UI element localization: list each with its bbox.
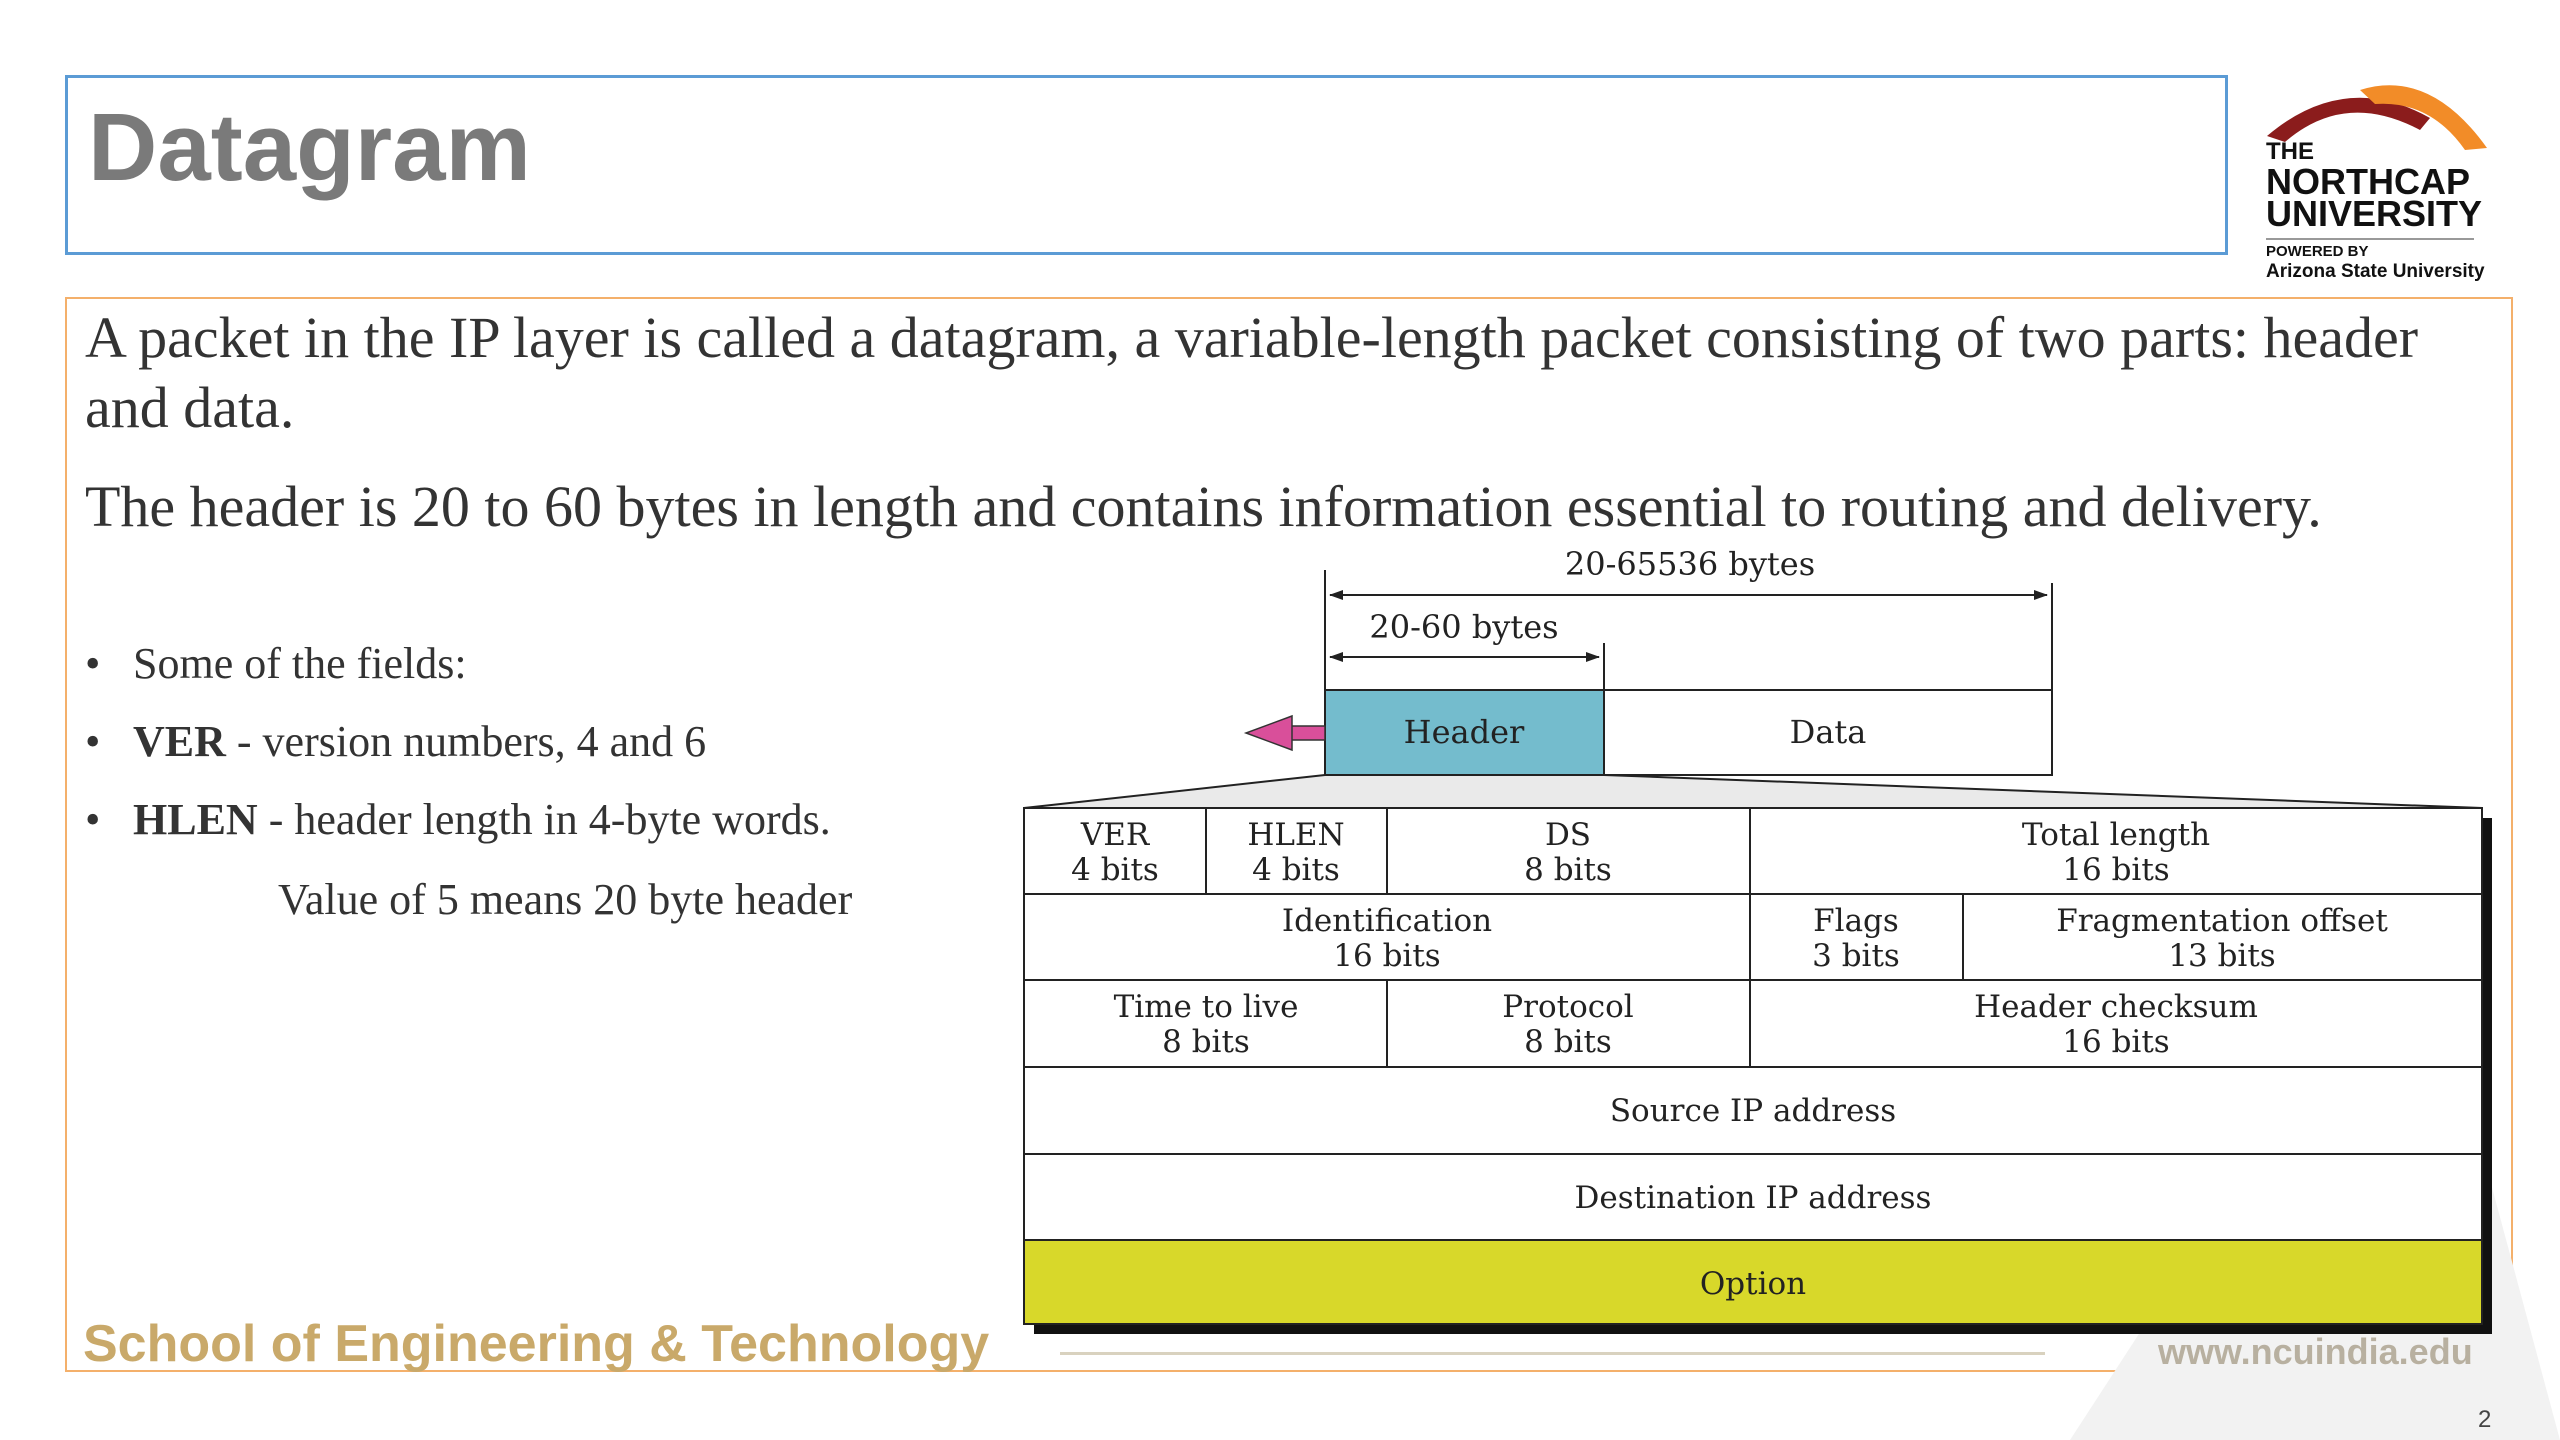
pink-arrow-icon [1243, 714, 1326, 752]
bullet-hlen: • HLEN - header length in 4-byte words. [85, 798, 831, 842]
bullet-icon: • [85, 639, 101, 688]
field-total-length-bits: 16 bits [2062, 852, 2169, 888]
field-frag-offset-name: Fragmentation offset [2056, 903, 2388, 939]
field-protocol-name: Protocol [1502, 989, 1633, 1025]
logo-line-university: UNIVERSITY [2266, 193, 2483, 234]
field-ds-bits: 8 bits [1524, 852, 1612, 888]
field-ds-name: DS [1545, 817, 1591, 853]
field-hlen-name: HLEN [1247, 817, 1344, 853]
field-protocol-bits: 8 bits [1524, 1024, 1612, 1060]
field-identification-bits: 16 bits [1333, 938, 1440, 974]
content-box [65, 297, 2513, 1372]
logo-arc-icon [2267, 85, 2487, 150]
option-row [1023, 1239, 2483, 1325]
field-ver-bits: 4 bits [1071, 852, 1159, 888]
slide-title: Datagram [88, 94, 531, 201]
bullet-icon: • [85, 795, 101, 844]
field-total-length-name: Total length [2022, 817, 2210, 853]
field-ver-name: VER [1080, 817, 1151, 853]
header-box [1324, 689, 1605, 776]
field-ttl-bits: 8 bits [1162, 1024, 1250, 1060]
field-checksum-bits: 16 bits [2062, 1024, 2169, 1060]
paragraph-header-info: The header is 20 to 60 bytes in length a… [85, 474, 2322, 539]
footer-divider [1060, 1352, 2045, 1355]
logo-line-asu: Arizona State University [2266, 261, 2485, 282]
page-number: 2 [2478, 1406, 2492, 1433]
field-flags-name: Flags [1813, 903, 1899, 939]
bullet-term: HLEN [133, 795, 258, 844]
header-box-label: Header [1404, 713, 1525, 751]
bullet-hlen-subline: Value of 5 means 20 byte header [278, 875, 853, 924]
bullet-icon: • [85, 717, 101, 766]
bullet-text: - header length in 4-byte words. [257, 795, 831, 844]
field-ttl-name: Time to live [1114, 989, 1299, 1025]
university-logo: THE NORTHCAP UNIVERSITY POWERED BY Arizo… [2255, 78, 2495, 298]
footer-url: www.ncuindia.edu [2158, 1331, 2473, 1372]
field-source-ip: Source IP address [1610, 1093, 1896, 1129]
expansion-shade [1023, 774, 2483, 809]
title-box: Datagram [65, 75, 2228, 255]
logo-line-powered: POWERED BY [2266, 243, 2369, 260]
field-checksum-name: Header checksum [1974, 989, 2258, 1025]
total-size-label: 20-65536 bytes [1565, 545, 1815, 583]
bullet-text: - version numbers, 4 and 6 [225, 717, 707, 766]
header-size-label: 20-60 bytes [1369, 608, 1558, 646]
field-option: Option [1700, 1266, 1806, 1302]
logo-line-northcap: NORTHCAP [2266, 161, 2470, 202]
bullet-ver: • VER - version numbers, 4 and 6 [85, 720, 706, 764]
bullet-text: Some of the fields: [133, 639, 467, 688]
field-flags-bits: 3 bits [1812, 938, 1900, 974]
logo-line-the: THE [2266, 138, 2314, 165]
field-destination-ip: Destination IP address [1575, 1180, 1932, 1216]
bullet-term: VER [133, 717, 226, 766]
bullet-some-fields: • Some of the fields: [85, 642, 467, 686]
paragraph-datagram-definition: A packet in the IP layer is called a dat… [85, 305, 2419, 440]
data-box [1603, 689, 2053, 776]
field-hlen-bits: 4 bits [1252, 852, 1340, 888]
footer-school-name: School of Engineering & Technology [83, 1315, 990, 1373]
logo-divider [2266, 238, 2474, 240]
field-frag-offset-bits: 13 bits [2168, 938, 2275, 974]
field-identification-name: Identification [1282, 903, 1492, 939]
data-box-label: Data [1790, 713, 1867, 751]
